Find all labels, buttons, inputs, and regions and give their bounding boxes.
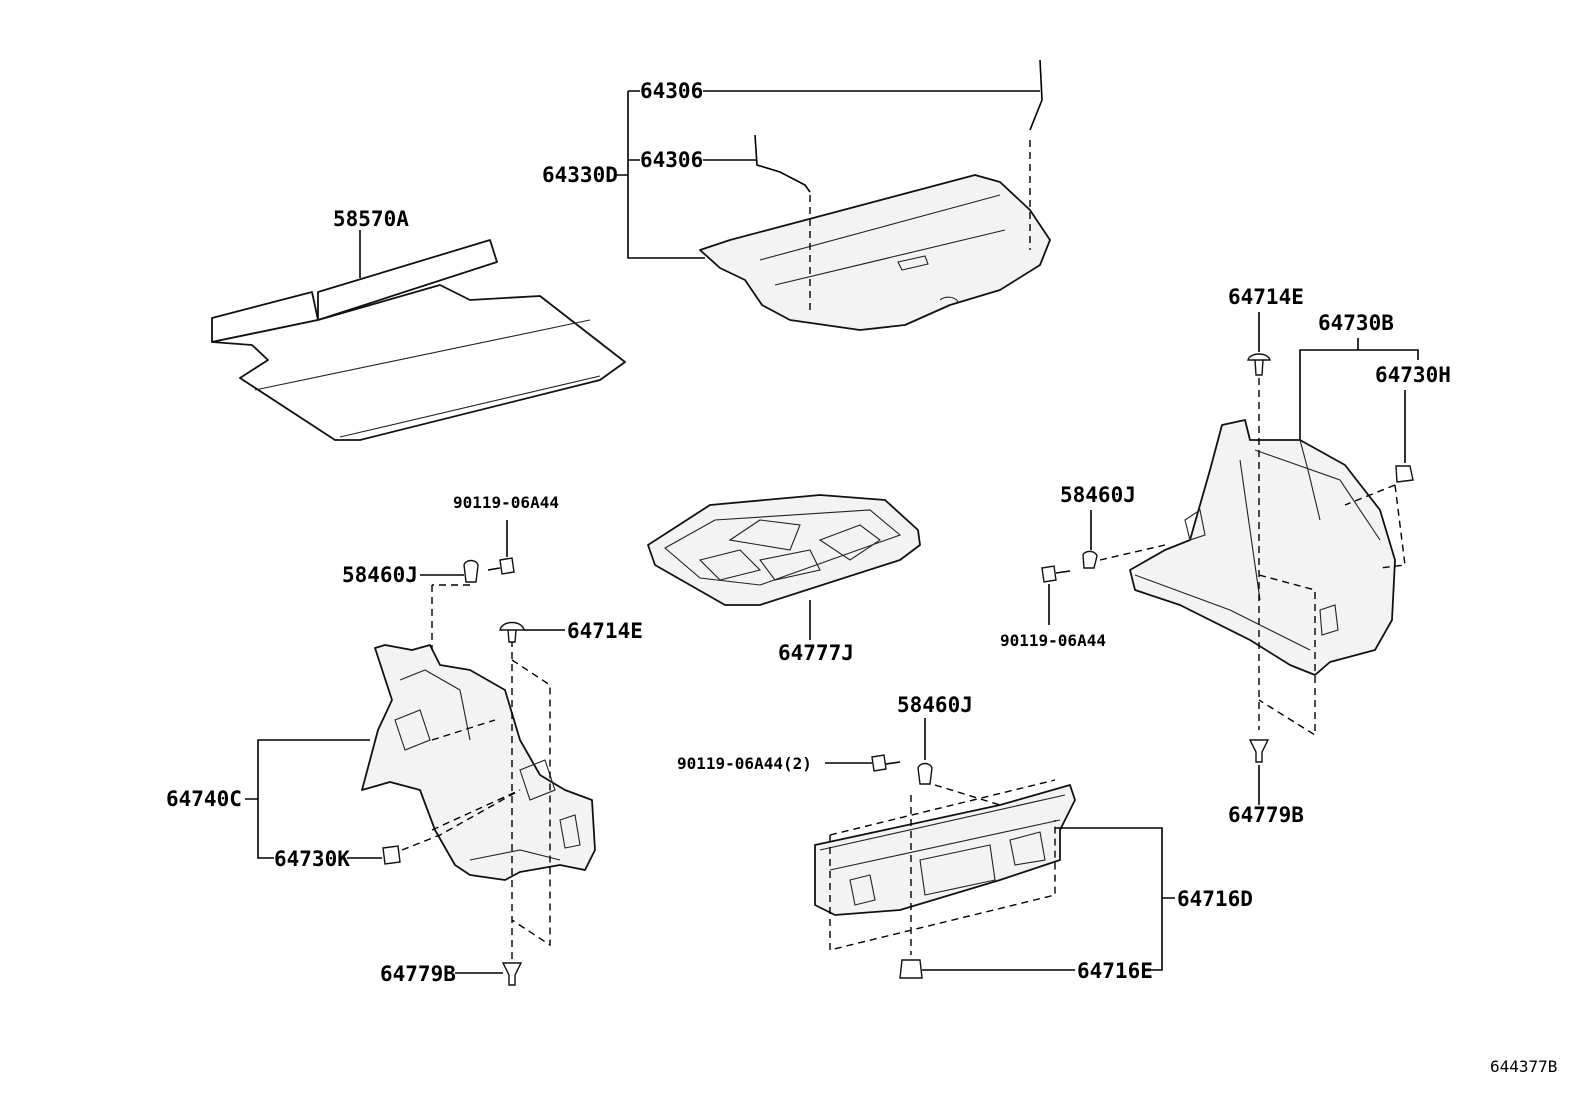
right-side-trim-bracket [1299, 338, 1419, 440]
clip-lower-right-label: 64779B [1228, 803, 1304, 827]
hook-center-icon [917, 762, 933, 785]
hook-center-dash [934, 784, 1001, 806]
tonneau-label: 64330D [542, 163, 618, 187]
right-side-trim-label: 64730B [1318, 311, 1394, 335]
clip-upper-right-icon [1247, 353, 1271, 376]
left-trim-clip-icon [382, 845, 401, 865]
rear-sill-plate-part [814, 784, 1076, 916]
drawing-id: 644377B [1490, 1057, 1557, 1076]
tonneau-bracket [615, 90, 705, 259]
bolt-right-label: 90119-06A44 [1000, 631, 1106, 650]
clip-lower-right-icon [1248, 739, 1270, 763]
bolt-left-icon [499, 557, 515, 575]
clip-lower-left-icon [501, 962, 523, 986]
bolt-center-label: 90119-06A44(2) [677, 754, 812, 773]
clip-lower-left-label: 64779B [380, 962, 456, 986]
right-trim-clip-icon [1395, 465, 1414, 483]
wire-upper-label: 64306 [640, 79, 703, 103]
bolt-right-thread [1055, 570, 1071, 574]
tonneau-cover-part [699, 174, 1051, 331]
left-side-trim-part [361, 644, 596, 881]
tray-label: 64777J [778, 641, 854, 665]
clip-upper-left-icon [499, 621, 525, 643]
left-side-trim-label: 64740C [166, 787, 242, 811]
left-trim-clip-dash [401, 789, 521, 851]
hook-right-icon [1082, 550, 1098, 569]
bolt-center-icon [871, 754, 887, 772]
hook-right-label: 58460J [1060, 483, 1136, 507]
wire-lower-label: 64306 [640, 148, 703, 172]
tray-part [647, 494, 921, 606]
right-clip-dash-box [1258, 574, 1316, 737]
right-trim-clip-dash [1344, 484, 1406, 569]
hook-center-label: 58460J [897, 693, 973, 717]
bolt-left-thread [487, 567, 501, 571]
sill-bracket [1055, 827, 1175, 971]
right-trim-clip-label: 64730H [1375, 363, 1451, 387]
mat-label: 58570A [333, 207, 409, 231]
left-side-trim-bracket [245, 739, 370, 859]
bolt-right-icon [1041, 565, 1057, 583]
bolt-center-thread [885, 761, 901, 765]
wire-upper-line [1029, 59, 1043, 131]
bolt-left-label: 90119-06A44 [453, 493, 559, 512]
right-side-trim-part [1129, 419, 1396, 676]
hook-left-icon [463, 559, 479, 583]
clip-upper-right-label: 64714E [1228, 285, 1304, 309]
left-trim-dash-a [431, 585, 521, 831]
wire-lower-line [754, 134, 811, 193]
left-clip-dash-box [511, 640, 551, 960]
sill-label: 64716D [1177, 887, 1253, 911]
left-trim-clip-label: 64730K [274, 847, 350, 871]
clip-upper-left-label: 64714E [567, 619, 643, 643]
sill-dash-box [829, 779, 1056, 951]
sill-clip-icon [899, 959, 923, 979]
sill-clip-label: 64716E [1077, 959, 1153, 983]
luggage-mat-part [211, 239, 626, 441]
hook-left-label: 58460J [342, 563, 418, 587]
